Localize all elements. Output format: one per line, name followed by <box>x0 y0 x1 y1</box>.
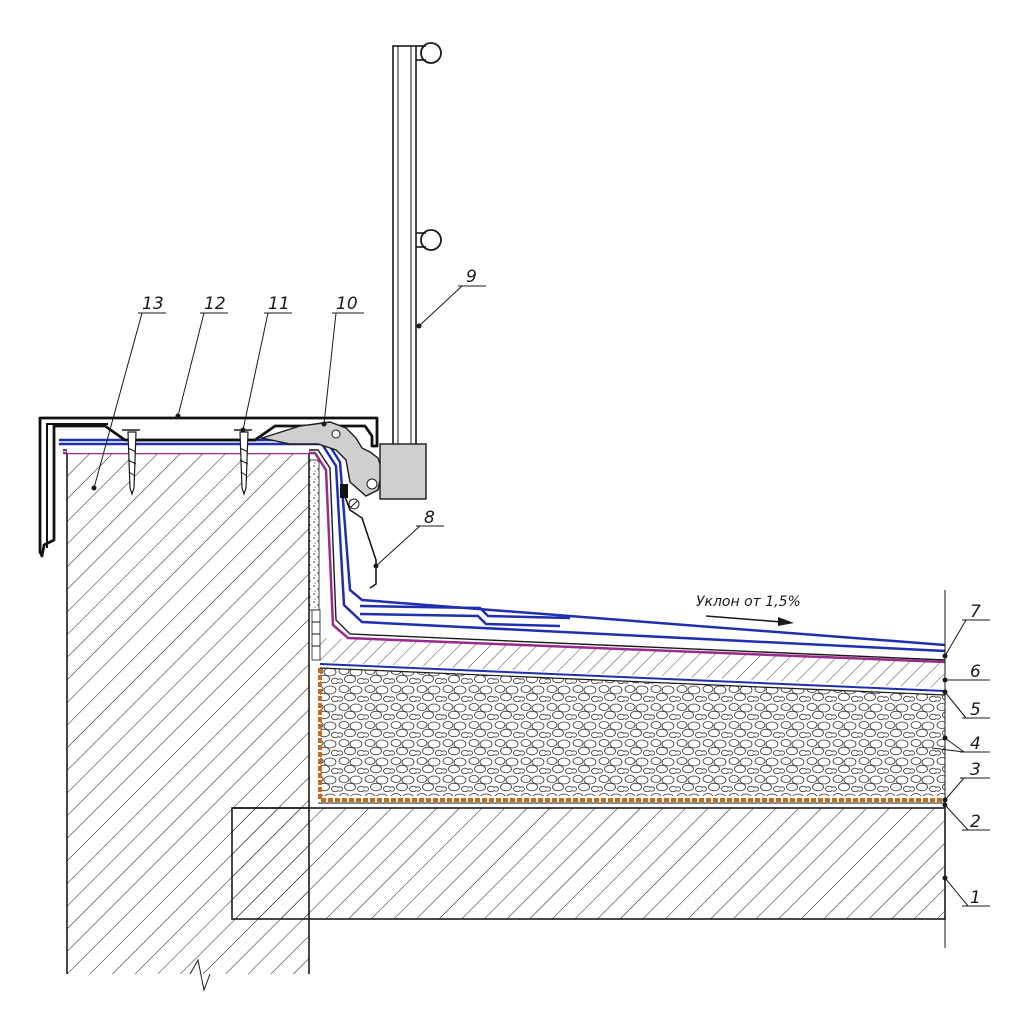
separating-film <box>319 663 946 696</box>
drip-flashing <box>340 484 377 589</box>
callout-12: 12 <box>175 294 228 419</box>
callout-7: 7 <box>942 602 990 659</box>
svg-text:3: 3 <box>970 760 981 780</box>
railing-post <box>379 42 442 500</box>
svg-text:1: 1 <box>970 888 981 908</box>
callouts: 1 2 3 4 5 6 <box>91 267 990 908</box>
svg-text:11: 11 <box>268 294 290 314</box>
callout-3: 3 <box>942 760 990 803</box>
callout-6: 6 <box>942 662 990 683</box>
slope-indicator: Уклон от 1,5% <box>696 594 801 626</box>
screed-layer <box>320 638 945 688</box>
svg-text:8: 8 <box>424 508 435 528</box>
floor-slab <box>231 807 946 920</box>
svg-text:4: 4 <box>970 734 981 754</box>
fastener-screw-1 <box>122 429 140 496</box>
wall-top-layer <box>67 449 309 453</box>
callout-11: 11 <box>240 294 292 433</box>
vapor-barrier <box>318 668 945 804</box>
wall-plaster-strip <box>308 459 321 661</box>
svg-text:5: 5 <box>970 700 981 720</box>
svg-text:13: 13 <box>142 294 164 314</box>
callout-4: 4 <box>931 734 990 754</box>
callout-8: 8 <box>373 508 444 569</box>
callout-10: 10 <box>321 294 364 427</box>
svg-text:2: 2 <box>970 812 981 832</box>
slope-label: Уклон от 1,5% <box>696 594 801 610</box>
coping-fasteners <box>122 429 252 496</box>
callout-2: 2 <box>942 802 990 832</box>
svg-text:9: 9 <box>466 267 477 287</box>
callout-5: 5 <box>942 689 990 720</box>
callout-13: 13 <box>91 294 166 491</box>
svg-text:12: 12 <box>204 294 226 314</box>
svg-text:6: 6 <box>970 662 981 682</box>
svg-text:7: 7 <box>970 602 981 622</box>
expanded-clay-layer <box>320 668 945 796</box>
parapet-wall <box>66 451 310 992</box>
callout-1: 1 <box>942 875 990 908</box>
callout-9: 9 <box>416 267 486 329</box>
svg-text:10: 10 <box>336 294 358 314</box>
